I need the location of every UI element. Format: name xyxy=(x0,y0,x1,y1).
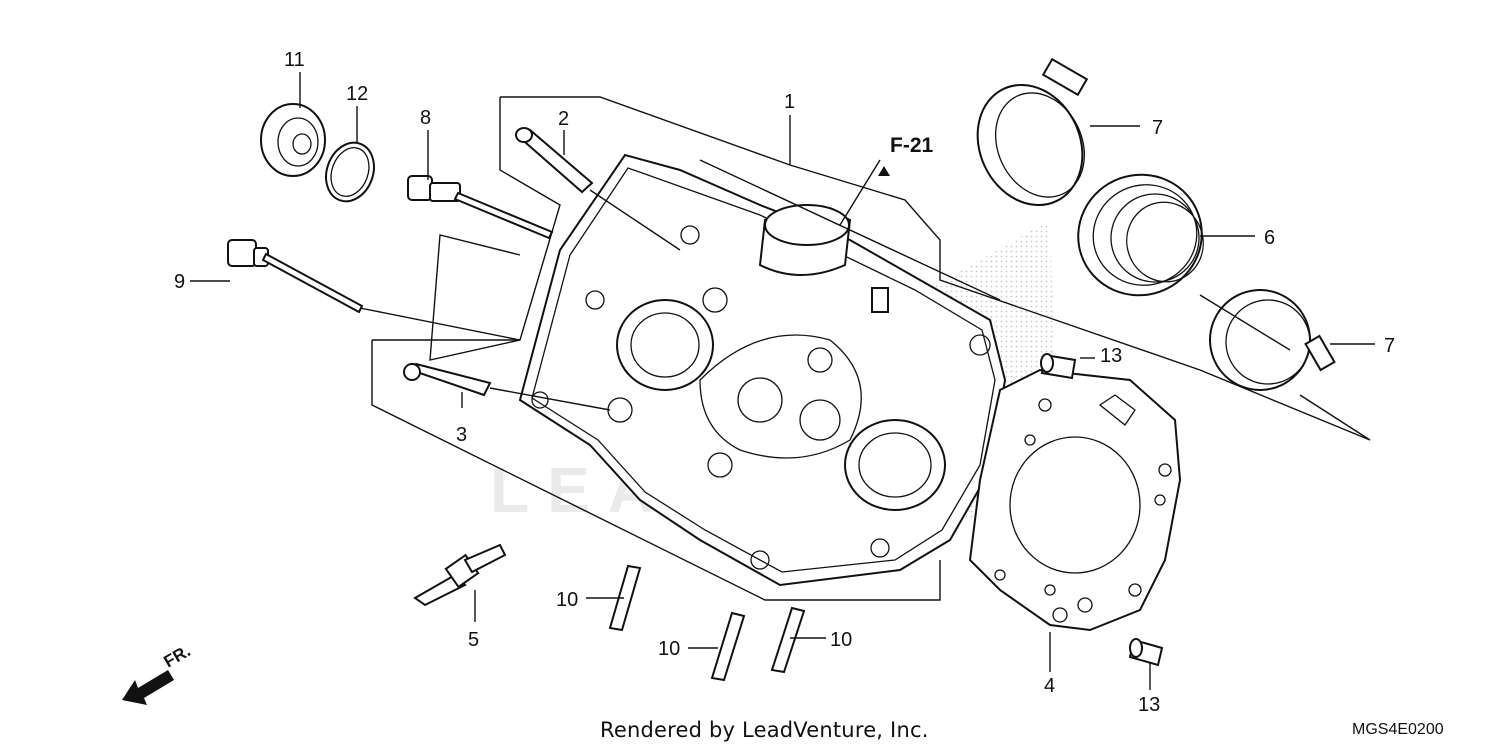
head-gasket xyxy=(968,368,1182,632)
footer: Rendered by LeadVenture, Inc. MGS4E0200 xyxy=(0,716,1500,746)
leader-lines xyxy=(190,72,1375,690)
callout-4: 4 xyxy=(1044,675,1055,697)
clamp-upper xyxy=(976,57,1089,207)
callout-11: 11 xyxy=(284,49,305,71)
callout-6: 6 xyxy=(1264,227,1275,249)
front-arrow xyxy=(122,670,174,705)
stud-bolts xyxy=(608,564,806,682)
callout-10-middle: 10 xyxy=(658,638,680,660)
callout-3: 3 xyxy=(456,424,467,446)
callout-1: 1 xyxy=(784,91,795,113)
knock-pins xyxy=(1040,353,1164,667)
callout-7-lower: 7 xyxy=(1384,335,1395,357)
flange-bolt-long xyxy=(227,239,364,314)
callout-9: 9 xyxy=(174,271,185,293)
callout-13-upper: 13 xyxy=(1100,345,1122,367)
insulator xyxy=(1077,173,1204,297)
clamp-lower xyxy=(1209,289,1336,391)
flange-bolt-short xyxy=(407,175,554,240)
callout-8: 8 xyxy=(420,107,431,129)
callout-10-right: 10 xyxy=(830,629,852,651)
o-ring xyxy=(325,141,375,203)
callout-2: 2 xyxy=(558,108,569,130)
render-credit: Rendered by LeadVenture, Inc. xyxy=(600,718,929,742)
callout-7-upper: 7 xyxy=(1152,117,1163,139)
callout-5: 5 xyxy=(468,629,479,651)
reference-arrow xyxy=(878,166,890,176)
front-label: FR. xyxy=(161,641,194,671)
diagram-code: MGS4E0200 xyxy=(1352,721,1444,738)
spark-plug xyxy=(413,543,507,607)
reference-label: F-21 xyxy=(890,134,934,157)
callout-13-lower: 13 xyxy=(1138,694,1160,716)
callout-12: 12 xyxy=(346,83,368,105)
dowel-pin-upper xyxy=(515,127,594,194)
sealing-plug xyxy=(260,103,326,177)
cylinder-head xyxy=(518,153,1007,587)
dowel-pin-lower xyxy=(403,362,492,397)
callout-10-left: 10 xyxy=(556,589,578,611)
